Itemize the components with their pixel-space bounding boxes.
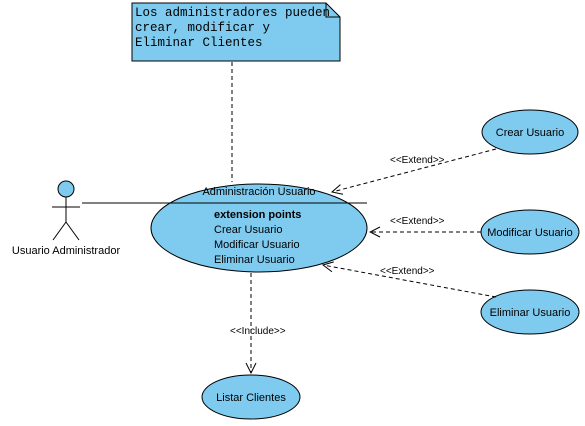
extend-modificar-label: <<Extend>> xyxy=(390,216,445,227)
note-fold xyxy=(325,3,340,18)
actor-head xyxy=(57,180,75,198)
extension-point-crear: Crear Usuario xyxy=(214,224,282,236)
extension-point-eliminar: Eliminar Usuario xyxy=(214,254,295,266)
actor-label: Usuario Administrador xyxy=(12,245,121,257)
use-case-crear-usuario[interactable]: Crear Usuario xyxy=(481,109,579,155)
listar-clientes-label: Listar Clientes xyxy=(216,392,286,404)
crear-usuario-label: Crear Usuario xyxy=(496,127,564,139)
note-line-1: Los administradores pueden xyxy=(135,6,330,20)
actor-usuario-administrador[interactable]: Usuario Administrador xyxy=(12,180,121,257)
extension-point-modificar: Modificar Usuario xyxy=(214,239,300,251)
eliminar-usuario-label: Eliminar Usuario xyxy=(490,307,571,319)
note-shape xyxy=(131,2,341,62)
note-line-2: crear, modificar y xyxy=(135,21,271,35)
eliminar-usuario-ellipse xyxy=(480,289,580,335)
use-case-listar-clientes[interactable]: Listar Clientes xyxy=(201,374,301,420)
extension-points-title: extension points xyxy=(214,209,301,221)
note[interactable]: Los administradores pueden crear, modifi… xyxy=(131,2,341,62)
use-case-administracion-usuario[interactable]: Administración Usuario extension points … xyxy=(150,183,368,273)
actor-right-leg xyxy=(65,221,80,241)
main-use-case-title: Administración Usuario xyxy=(202,186,315,198)
extend-eliminar-arrow xyxy=(323,265,497,298)
main-use-case-ellipse xyxy=(150,183,368,273)
listar-clientes-ellipse xyxy=(201,374,301,420)
crear-usuario-ellipse xyxy=(481,109,579,155)
include-listar-label: <<Include>> xyxy=(230,326,286,337)
extend-crear-label: <<Extend>> xyxy=(390,155,445,166)
extend-eliminar-label: <<Extend>> xyxy=(380,266,435,277)
extend-crear-arrow xyxy=(332,148,497,192)
note-line-3: Eliminar Clientes xyxy=(135,36,263,50)
actor-left-leg xyxy=(52,221,67,241)
use-case-modificar-usuario[interactable]: Modificar Usuario xyxy=(480,209,580,255)
modificar-usuario-label: Modificar Usuario xyxy=(487,227,573,239)
use-case-eliminar-usuario[interactable]: Eliminar Usuario xyxy=(480,289,580,335)
